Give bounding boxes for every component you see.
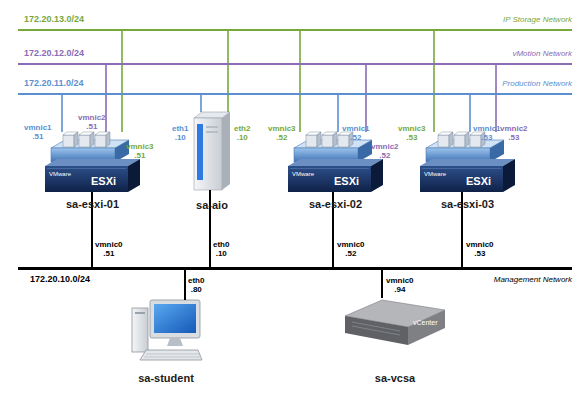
interface-label: eth0 .80: [188, 276, 204, 294]
node-text: vCenter: [413, 319, 447, 327]
interface-label: vmnic0 .51: [95, 240, 123, 258]
network-bus: 172.20.13.0/24IP Storage Network: [18, 29, 572, 31]
node-text: sa-esxi-03: [410, 198, 525, 210]
network-link: [200, 95, 202, 112]
node-text: ESXi: [91, 175, 131, 187]
interface-label: vmnic3 .51: [126, 142, 154, 160]
network-link: [227, 31, 229, 112]
esxi-icon: [288, 132, 383, 192]
node-text: Production Network: [372, 80, 572, 89]
interface-label: vmnic3 .52: [268, 124, 296, 142]
server-tower: sa-aio: [192, 112, 232, 190]
network-link: [184, 270, 186, 300]
network-link: [365, 65, 367, 132]
network-link: [121, 31, 123, 132]
network-link: [433, 31, 435, 132]
network-link: [61, 95, 63, 132]
esxi-host: VMwareESXisa-esxi-02: [288, 132, 383, 192]
interface-label: vmnic2 .52: [371, 142, 399, 160]
esxi-icon: [45, 132, 140, 192]
esxi-host: VMwareESXisa-esxi-03: [420, 132, 515, 192]
node-text: VMware: [49, 171, 89, 178]
vcenter-appliance: vCentersa-vcsa: [345, 298, 445, 353]
esxi-icon: [420, 132, 515, 192]
node-text: VMware: [424, 171, 464, 178]
node-text: ESXi: [334, 175, 374, 187]
network-bus: 172.20.10.0/24Management Network: [18, 267, 572, 270]
node-text: sa-vcsa: [345, 372, 445, 384]
interface-label: eth1 .10: [172, 124, 188, 142]
interface-label: eth2 .10: [234, 124, 250, 142]
node-text: VMware: [292, 171, 332, 178]
node-text: vMotion Network: [372, 50, 572, 59]
interface-label: vmnic0 .53: [466, 240, 494, 258]
interface-label: vmnic0 .94: [386, 276, 414, 294]
node-text: sa-esxi-02: [278, 198, 393, 210]
interface-label: eth0 .10: [213, 240, 229, 258]
node-text: 172.20.10.0/24: [30, 275, 120, 285]
network-link: [469, 95, 471, 132]
interface-label: vmnic0 .52: [337, 240, 365, 258]
node-text: IP Storage Network: [372, 16, 572, 25]
node-text: ESXi: [466, 175, 506, 187]
node-text: sa-aio: [172, 199, 252, 211]
workstation-icon: [132, 300, 202, 360]
network-bus: 172.20.12.0/24vMotion Network: [18, 63, 572, 65]
node-text: 172.20.11.0/24: [24, 79, 114, 89]
interface-label: vmnic1 .52: [342, 124, 370, 142]
interface-label: vmnic3 .53: [398, 124, 426, 142]
interface-label: vmnic2 .53: [500, 124, 528, 142]
interface-label: vmnic2 .51: [78, 113, 106, 131]
node-text: 172.20.13.0/24: [24, 15, 114, 25]
interface-label: vmnic1 .51: [24, 123, 52, 141]
network-bus: 172.20.11.0/24Production Network: [18, 93, 572, 95]
network-link: [337, 95, 339, 132]
esxi-host: VMwareESXisa-esxi-01: [45, 132, 140, 192]
server-tower-icon: [194, 112, 230, 190]
node-text: 172.20.12.0/24: [24, 49, 114, 59]
node-text: sa-student: [116, 372, 216, 384]
network-link: [381, 270, 383, 298]
network-link: [299, 31, 301, 132]
workstation: sa-student: [130, 300, 202, 362]
node-text: sa-esxi-01: [35, 198, 150, 210]
network-link: [495, 65, 497, 132]
interface-label: vmnic1 .53: [473, 124, 501, 142]
